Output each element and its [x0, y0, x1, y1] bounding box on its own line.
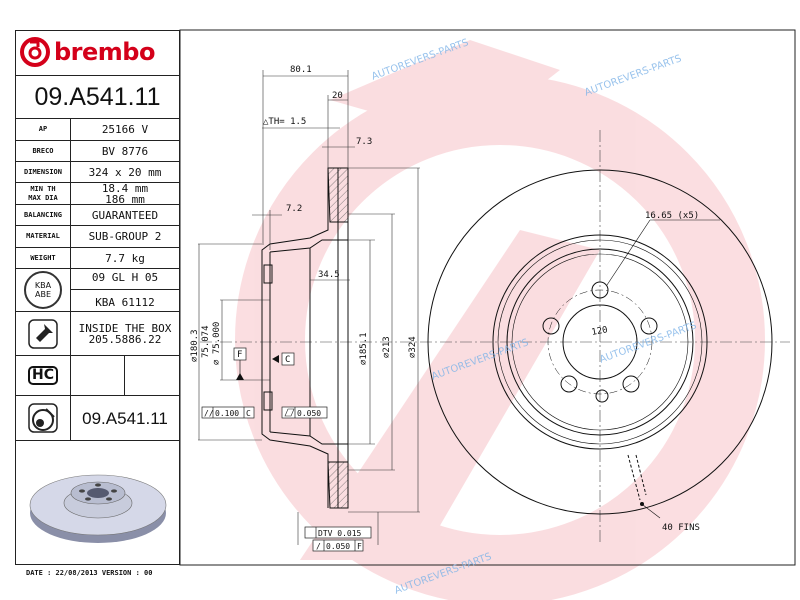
dim-dia-75-074: 75.074 — [201, 325, 211, 358]
drawing-border — [179, 29, 796, 566]
logo-row: brembo — [16, 31, 179, 76]
spec-panel: brembo 09.A541.11 AP 25166 V BRECO BV 87… — [15, 30, 180, 565]
dim-dia-185-1: ⌀185.1 — [359, 332, 369, 365]
bolt-hole — [560, 375, 578, 393]
spec-row-dimension: DIMENSION 324 x 20 mm — [16, 162, 179, 183]
bolt-hole — [591, 281, 609, 299]
runout-tolerance: / 0.050 F — [312, 539, 364, 552]
kba-abe-badge: KBA ABE — [24, 271, 62, 309]
dim-thickness: 20 — [332, 91, 343, 101]
spec-label: AP — [16, 119, 71, 140]
disc-cross-section — [261, 167, 349, 509]
spec-value: 7.7 kg — [105, 251, 145, 265]
bolt-hole — [640, 317, 658, 335]
spec-label: BRECO — [16, 141, 71, 161]
spec-row-min-th: MIN TH MAX DIA 18.4 mm 186 mm — [16, 183, 179, 205]
spec-label: MAX DIA — [28, 193, 58, 202]
kba-value-2: KBA 61112 — [95, 295, 155, 309]
spec-value: 18.4 mm — [101, 181, 149, 195]
hc-badge: HC — [28, 366, 58, 385]
svg-text:0.050: 0.050 — [297, 409, 321, 418]
spec-label: DIMENSION — [16, 162, 71, 182]
spec-value: GUARANTEED — [91, 208, 159, 222]
brembo-logo-icon — [20, 37, 50, 67]
spec-row-ap: AP 25166 V — [16, 119, 179, 141]
dim-dia-75-000: ⌀ 75.000 — [212, 322, 222, 365]
bottom-part-row: 09.A541.11 — [16, 396, 179, 441]
spec-value: 324 x 20 mm — [88, 165, 162, 179]
dim-dia-324: ⌀324 — [408, 336, 418, 358]
svg-text://: // — [204, 409, 214, 418]
svg-text:0.050: 0.050 — [326, 542, 350, 551]
dim-dia-180-3: ⌀180.3 — [190, 329, 200, 362]
pcd-label: 120 — [591, 325, 609, 338]
dim-delta-th: △TH= 1.5 — [263, 117, 306, 127]
fins-label: 40 FINS — [662, 523, 700, 533]
bottom-part-number: 09.A541.11 — [82, 408, 168, 428]
dim-dia-213: ⌀213 — [382, 336, 392, 358]
date-version: DATE : 22/08/2013 VERSION : 00 — [26, 569, 153, 577]
spec-label: MATERIAL — [16, 226, 71, 247]
spec-value: BV 8776 — [101, 144, 149, 158]
spec-value: 186 mm — [105, 192, 145, 206]
datum-f: F — [233, 347, 247, 380]
parallelism-tolerance: // 0.100 C — [201, 406, 255, 419]
bolt-holes-label: 16.65 (x5) — [645, 211, 699, 221]
spec-row-material: MATERIAL SUB-GROUP 2 — [16, 226, 179, 248]
dim-34-5: 34.5 — [318, 270, 340, 280]
kba-row: KBA ABE 09 GL H 05 KBA 61112 — [16, 269, 179, 312]
svg-text:F: F — [237, 350, 242, 360]
svg-text:/: / — [316, 542, 321, 551]
screw-line-2: 205.5886.22 — [88, 332, 162, 346]
spec-row-balancing: BALANCING GUARANTEED — [16, 205, 179, 226]
disc-front-view — [427, 169, 773, 519]
hc-row: HC — [16, 356, 179, 396]
bolt-hole — [622, 375, 640, 393]
spec-row-breco: BRECO BV 8776 — [16, 141, 179, 162]
svg-text:C: C — [246, 409, 251, 418]
svg-text:0.100: 0.100 — [215, 409, 239, 418]
spec-label: WEIGHT — [16, 248, 71, 268]
svg-text:C: C — [285, 355, 290, 365]
spec-label: MIN TH — [30, 184, 56, 193]
disc-render — [16, 441, 179, 564]
bolt-hole — [542, 317, 560, 335]
part-number-row: 09.A541.11 — [16, 76, 179, 119]
kba-value-1: 09 GL H 05 — [91, 271, 159, 285]
flatness-tolerance: 0.050 — [281, 406, 328, 419]
spec-value: 25166 V — [101, 123, 149, 136]
part-number: 09.A541.11 — [34, 82, 161, 111]
dim-overall-width: 80.1 — [290, 65, 312, 75]
datum-c: C — [272, 352, 295, 366]
spec-label: BALANCING — [16, 205, 71, 225]
spec-value: SUB-GROUP 2 — [88, 230, 162, 243]
screw-row: INSIDE THE BOX 205.5886.22 — [16, 312, 179, 356]
svg-text:F: F — [357, 542, 362, 551]
spec-row-weight: WEIGHT 7.7 kg — [16, 248, 179, 269]
screw-line-1: INSIDE THE BOX — [78, 321, 172, 335]
svg-text:DTV 0.015: DTV 0.015 — [318, 529, 362, 538]
dtv-tolerance: DTV 0.015 — [304, 526, 372, 539]
dim-7-3: 7.3 — [356, 137, 372, 147]
screw-icon — [28, 318, 58, 349]
brand-name: brembo — [54, 38, 155, 66]
dim-7-2: 7.2 — [286, 204, 302, 214]
brembo-logo: brembo — [20, 37, 155, 67]
disc-pad-icon — [28, 403, 58, 433]
